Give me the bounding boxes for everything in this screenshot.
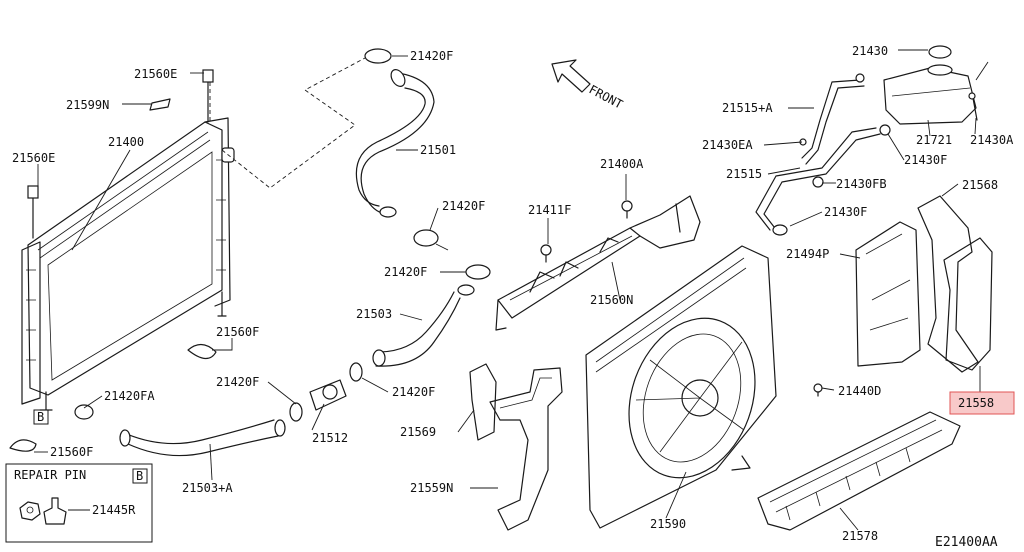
repair-pin-part[interactable]: 21445R	[92, 503, 136, 517]
lower-hose[interactable]	[372, 284, 475, 367]
callouts: 21560E 21599N 21400 21560E 21560F 21420F…	[12, 44, 1014, 543]
repair-pin-ref: B	[136, 469, 143, 483]
seal-21558[interactable]	[943, 237, 993, 371]
mount-bushing-mid[interactable]	[187, 343, 217, 360]
front-direction-arrow: FRONT	[551, 59, 625, 112]
repair-pin-ref-box	[132, 468, 148, 484]
callout-21512[interactable]: 21512	[312, 431, 348, 445]
callout-21590[interactable]: 21590	[650, 517, 686, 531]
repair-pin-nut[interactable]	[19, 501, 41, 521]
radiator-bracket-label-tag	[149, 98, 171, 111]
hose-clip-b[interactable]	[772, 224, 788, 236]
callout-21721[interactable]: 21721	[916, 133, 952, 147]
callout-21560E-top[interactable]: 21560E	[134, 67, 177, 81]
fan-shroud[interactable]	[585, 245, 777, 529]
radiator-core[interactable]	[21, 69, 235, 411]
callout-21420F-mid2[interactable]: 21420F	[384, 265, 427, 279]
seal-21559N[interactable]	[489, 367, 563, 531]
callout-21430F-a[interactable]: 21430F	[904, 153, 947, 167]
highlight-box	[949, 391, 1015, 415]
leader-lines	[34, 49, 989, 531]
hose-clamp-lower-right[interactable]	[349, 362, 363, 382]
callout-21560F-mid[interactable]: 21560F	[216, 325, 259, 339]
hose-clamp-mid[interactable]	[413, 229, 449, 251]
callout-21559N[interactable]: 21559N	[410, 481, 453, 495]
callout-21560E-left[interactable]: 21560E	[12, 151, 55, 165]
hose-clip-fb[interactable]	[812, 176, 824, 188]
callout-21420F-top[interactable]: 21420F	[410, 49, 453, 63]
callout-21411F[interactable]: 21411F	[528, 203, 571, 217]
routing-line-upper	[221, 57, 366, 189]
hose-clamp-fa[interactable]	[74, 404, 94, 420]
coolant-reservoir[interactable]	[883, 64, 977, 125]
upper-hose[interactable]	[355, 67, 435, 218]
overflow-hose-lower[interactable]	[755, 127, 881, 233]
mount-bushing-bottom[interactable]	[9, 439, 37, 452]
reservoir-cap[interactable]	[928, 45, 952, 59]
callout-21503[interactable]: 21503	[356, 307, 392, 321]
callout-21420F-low2[interactable]: 21420F	[392, 385, 435, 399]
callout-21420F-mid[interactable]: 21420F	[442, 199, 485, 213]
callout-21560F-bottom[interactable]: 21560F	[50, 445, 93, 459]
callout-21430F-b[interactable]: 21430F	[824, 205, 867, 219]
callout-21430EA[interactable]: 21430EA	[702, 138, 753, 152]
bottom-hose[interactable]	[119, 419, 286, 457]
callout-21569[interactable]: 21569	[400, 425, 436, 439]
callout-21501[interactable]: 21501	[420, 143, 456, 157]
clip-21440D[interactable]	[813, 383, 823, 397]
repair-pin-title: REPAIR PIN	[14, 468, 86, 482]
callout-21599N[interactable]: 21599N	[66, 98, 109, 112]
bolt-21400a[interactable]	[621, 200, 633, 219]
hose-clip-a[interactable]	[879, 124, 891, 136]
diagram-code: E21400AA	[935, 535, 998, 550]
hose-connector[interactable]	[309, 379, 347, 411]
callout-21515[interactable]: 21515	[726, 167, 762, 181]
callout-21558-highlighted[interactable]: 21558	[949, 391, 1015, 415]
bolt-21411f[interactable]	[540, 244, 552, 263]
reservoir-screw[interactable]	[968, 92, 978, 121]
callout-21578[interactable]: 21578	[842, 529, 878, 543]
repair-pin-clip[interactable]	[43, 497, 67, 525]
callout-21430FB[interactable]: 21430FB	[836, 177, 887, 191]
callout-21503A[interactable]: 21503+A	[182, 481, 233, 495]
callout-21420F-low[interactable]: 21420F	[216, 375, 259, 389]
callout-21515A[interactable]: 21515+A	[722, 101, 773, 115]
hose-clamp-top[interactable]	[364, 48, 392, 64]
callout-21558: 21558	[958, 396, 994, 410]
callout-21420FA[interactable]: 21420FA	[104, 389, 155, 403]
svg-text:B: B	[37, 410, 44, 424]
callout-21568[interactable]: 21568	[962, 178, 998, 192]
seal-21569[interactable]	[469, 363, 497, 441]
callout-21400[interactable]: 21400	[108, 135, 144, 149]
callout-21440D[interactable]: 21440D	[838, 384, 881, 398]
callout-21400A[interactable]: 21400A	[600, 157, 644, 171]
hose-clamp-lower[interactable]	[465, 264, 491, 280]
callout-21494P[interactable]: 21494P	[786, 247, 829, 261]
ref-marker-b: B	[33, 409, 49, 425]
callout-21560N[interactable]: 21560N	[590, 293, 633, 307]
callout-21430A[interactable]: 21430A	[970, 133, 1014, 147]
side-air-guide-21494P[interactable]	[855, 221, 921, 367]
callout-21430[interactable]: 21430	[852, 44, 888, 58]
front-label: FRONT	[587, 82, 625, 111]
lower-air-guide[interactable]	[757, 411, 961, 531]
repair-pin-inset: REPAIR PIN B 21445R	[5, 463, 153, 543]
seal-21568[interactable]	[917, 195, 979, 373]
air-guide-bracket-upper[interactable]	[495, 195, 701, 331]
overflow-hose-upper[interactable]	[801, 73, 865, 165]
hose-clamp-bottom-right[interactable]	[289, 402, 303, 422]
